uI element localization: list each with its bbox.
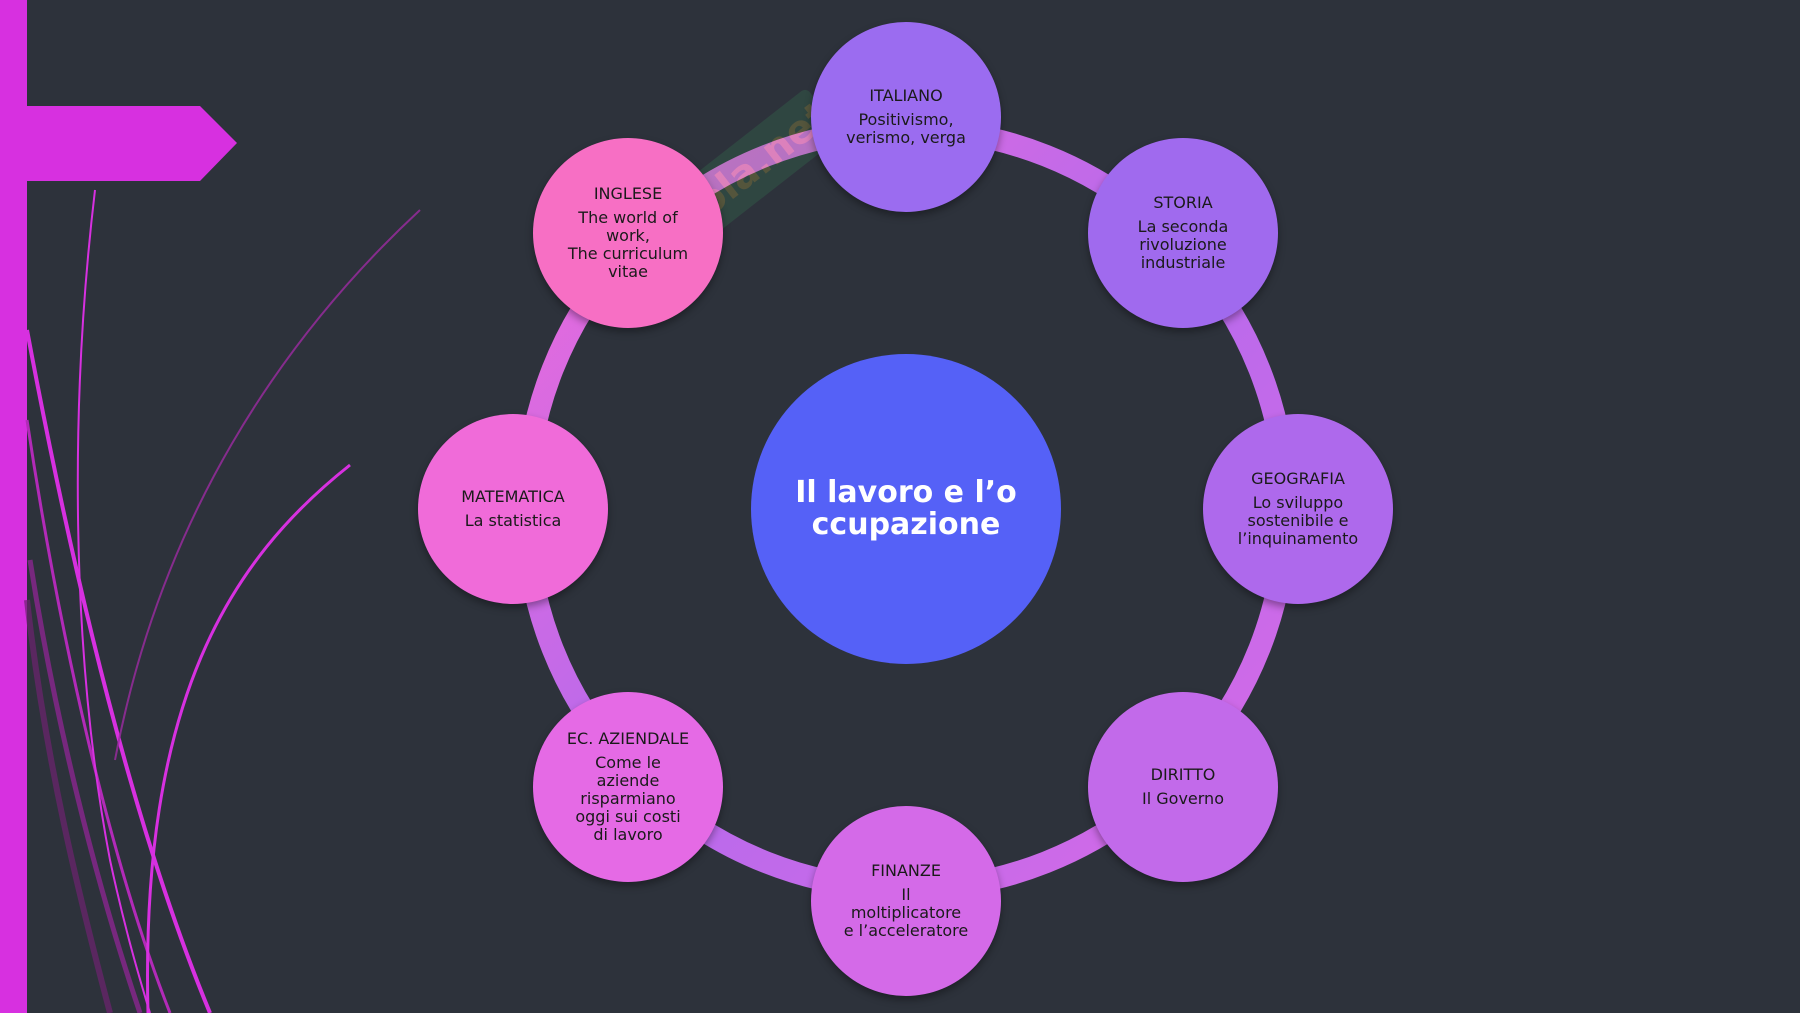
node-title: MATEMATICA	[461, 488, 565, 506]
node-title: DIRITTO	[1151, 766, 1216, 784]
node-description: Positivismo, verismo, verga	[846, 111, 966, 147]
node-italiano: ITALIANO Positivismo, verismo, verga	[811, 22, 1001, 212]
node-title: ITALIANO	[869, 87, 942, 105]
node-title: GEOGRAFIA	[1251, 470, 1345, 488]
node-description: Il moltiplicatore e l’acceleratore	[844, 886, 969, 940]
node-geografia: GEOGRAFIA Lo sviluppo sostenibile e l’in…	[1203, 414, 1393, 604]
node-storia: STORIA La seconda rivoluzione industrial…	[1088, 138, 1278, 328]
center-circle: Il lavoro e l’occupazione	[751, 354, 1061, 664]
node-title: STORIA	[1153, 194, 1212, 212]
node-finanze: FINANZE Il moltiplicatore e l’accelerato…	[811, 806, 1001, 996]
node-matematica: MATEMATICA La statistica	[418, 414, 608, 604]
node-description: The world of work, The curriculum vitae	[568, 209, 688, 281]
node-description: Come le aziende risparmiano oggi sui cos…	[575, 754, 680, 844]
node-description: La seconda rivoluzione industriale	[1138, 218, 1229, 272]
center-title: Il lavoro e l’occupazione	[791, 477, 1021, 541]
node-title: INGLESE	[594, 185, 662, 203]
node-ec-aziendale: EC. AZIENDALE Come le aziende risparmian…	[533, 692, 723, 882]
node-inglese: INGLESE The world of work, The curriculu…	[533, 138, 723, 328]
node-title: FINANZE	[871, 862, 941, 880]
node-description: Lo sviluppo sostenibile e l’inquinamento	[1238, 494, 1358, 548]
node-description: La statistica	[465, 512, 562, 530]
node-diritto: DIRITTO Il Governo	[1088, 692, 1278, 882]
node-description: Il Governo	[1142, 790, 1224, 808]
node-title: EC. AZIENDALE	[567, 730, 689, 748]
